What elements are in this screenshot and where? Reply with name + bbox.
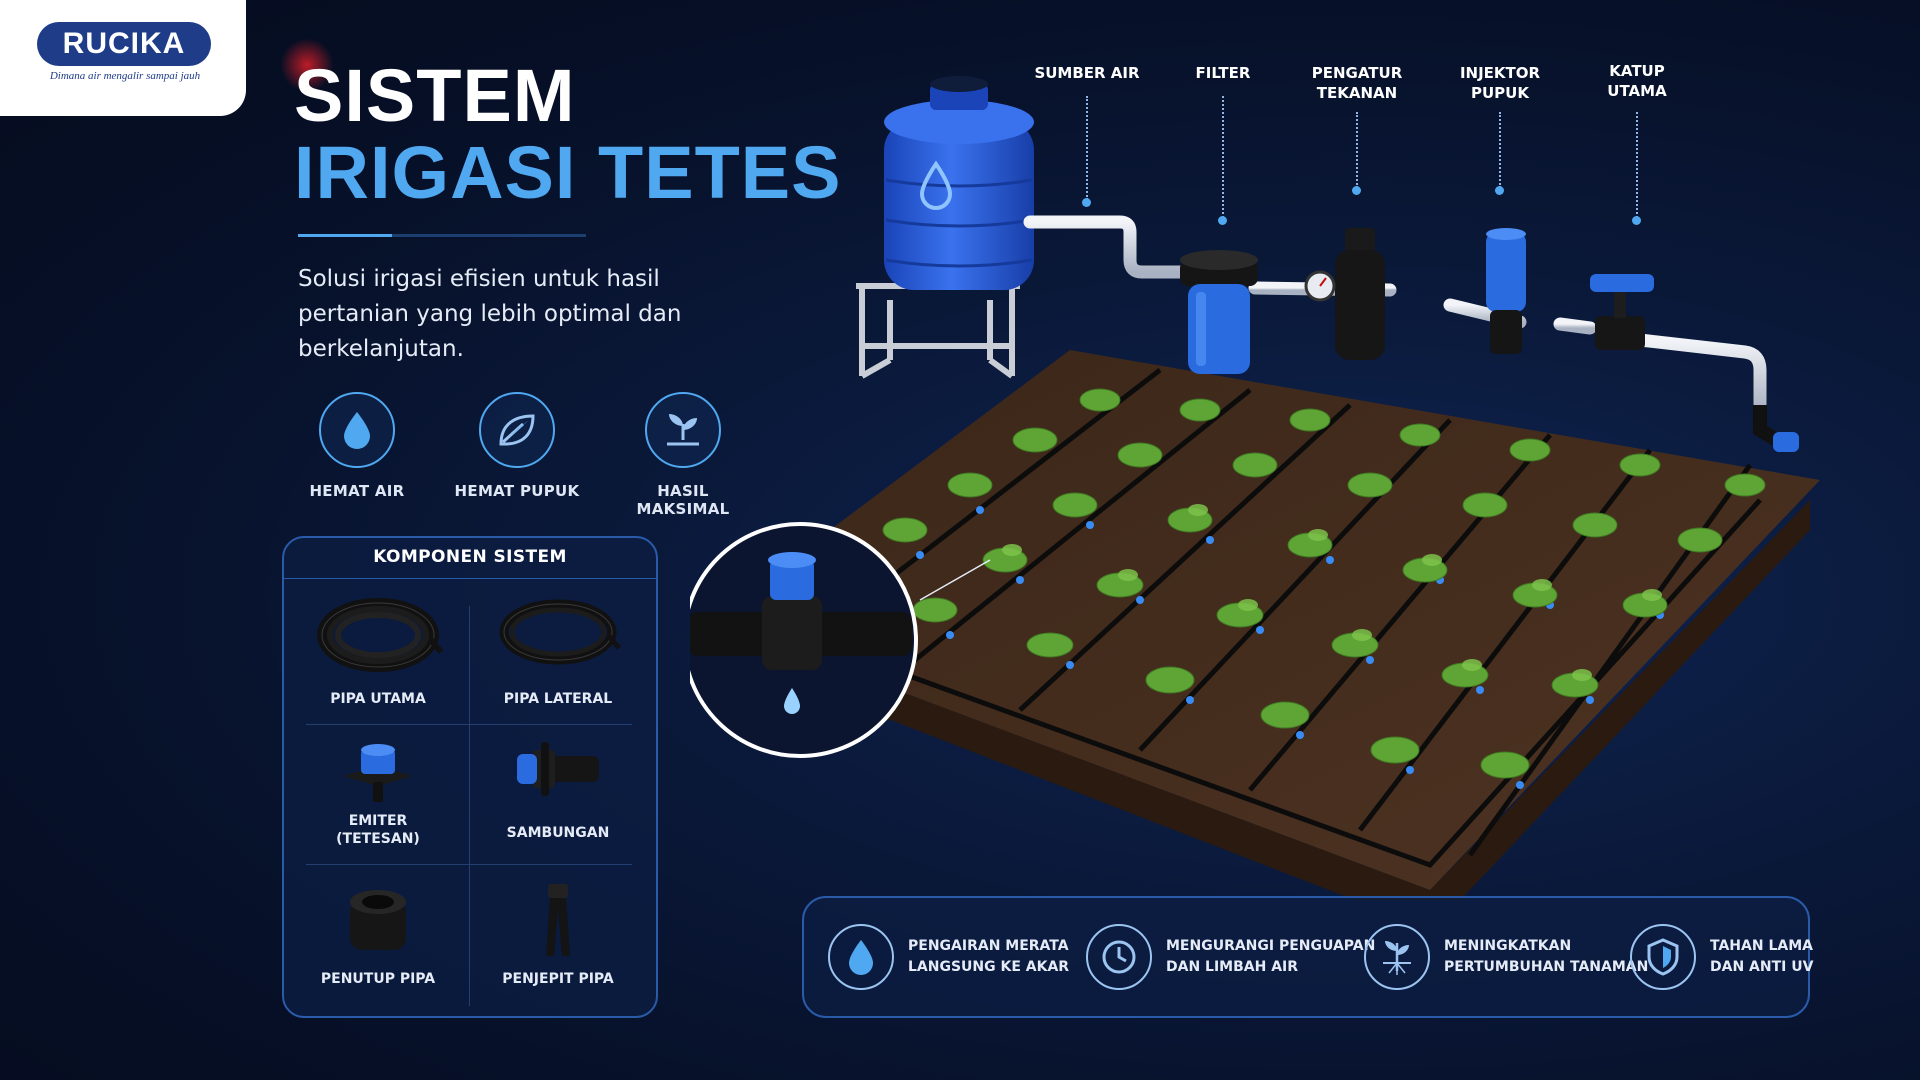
components-divider (469, 606, 470, 1006)
shield-icon (1630, 924, 1696, 990)
components-divider (306, 864, 632, 865)
component-penutup-pipa: PENUTUP PIPA (288, 880, 468, 988)
feature-text: MENGURANGI PENGUAPAN DAN LIMBAH AIR (1166, 938, 1376, 975)
water-tank-icon (884, 76, 1034, 290)
elbow-fitting (1773, 432, 1799, 452)
benefit-label: HASIL MAKSIMAL (636, 482, 730, 518)
benefit-label: HEMAT AIR (309, 482, 405, 500)
pipeline-label-katup-utama: KATUP UTAMA (1607, 62, 1667, 100)
feature-tahan-lama: TAHAN LAMA DAN ANTI UV (1630, 922, 1813, 992)
benefit-hasil-maksimal: HASIL MAKSIMAL (608, 392, 758, 518)
pipeline-pointer (1499, 112, 1501, 188)
tank-stand (856, 283, 1020, 379)
component-label: SAMBUNGAN (506, 825, 610, 841)
pipeline-pointer (1222, 96, 1224, 218)
feature-pengairan-merata: PENGAIRAN MERATA LANGSUNG KE AKAR (828, 922, 1069, 992)
brand-tagline: Dimana air mengalir sampai jauh (49, 70, 201, 82)
pipeline-label-injektor-pupuk: INJEKTOR PUPUK (1459, 64, 1541, 102)
pipeline-pointer-dot (1352, 186, 1361, 195)
title-underline (298, 234, 586, 237)
component-label: PENJEPIT PIPA (502, 971, 614, 987)
pipeline-label-pengatur-tekanan: PENGATUR TEKANAN (1311, 64, 1403, 102)
pipeline-pointer (1636, 112, 1638, 218)
main-valve-icon (1590, 274, 1654, 350)
page-subtitle: Solusi irigasi efisien untuk hasil perta… (298, 266, 682, 362)
component-label: PIPA LATERAL (503, 691, 613, 707)
header-drip-line (809, 498, 1762, 868)
feature-text: TAHAN LAMA DAN ANTI UV (1710, 938, 1814, 975)
leaf-icon (479, 392, 555, 468)
pipe-cap-icon (350, 890, 406, 950)
component-pipa-lateral: PIPA LATERAL (468, 590, 648, 708)
component-label: PENUTUP PIPA (320, 971, 436, 987)
pipeline-pointer (1356, 112, 1358, 188)
pressure-regulator-icon (1304, 228, 1385, 360)
pipeline-pointer-dot (1082, 198, 1091, 207)
filter-icon (1180, 250, 1258, 374)
pipe-clamp-icon (546, 884, 570, 956)
title-underline-accent (298, 234, 392, 237)
water-drop-icon (828, 924, 894, 990)
pipeline-pointer-dot (1495, 186, 1504, 195)
feature-mengurangi-penguapan: MENGURANGI PENGUAPAN DAN LIMBAH AIR (1086, 922, 1375, 992)
pipeline-pointer-dot (1632, 216, 1641, 225)
plant-roots-icon (1364, 924, 1430, 990)
water-drop-icon (319, 392, 395, 468)
component-label: PIPA UTAMA (330, 691, 426, 707)
irrigation-illustration (690, 76, 1820, 900)
title-glow-decoration (280, 38, 334, 92)
component-penjepit-pipa: PENJEPIT PIPA (468, 880, 648, 988)
brand-logo: RUCIKA (37, 22, 211, 66)
coiled-pipe-icon (317, 598, 444, 672)
pipeline-label-sumber-air: SUMBER AIR (1034, 64, 1140, 82)
feature-text: MENINGKATKAN PERTUMBUHAN TANAMAN (1444, 938, 1649, 975)
page-title-line1: SISTEM (294, 54, 576, 137)
component-label: EMITER (TETESAN) (336, 813, 420, 847)
crop-plants (817, 388, 1766, 779)
pipeline-pointer-dot (1218, 216, 1227, 225)
benefit-hemat-pupuk: HEMAT PUPUK (442, 392, 592, 500)
clock-icon (1086, 924, 1152, 990)
soil-bed-side (710, 500, 1810, 900)
benefit-label: HEMAT PUPUK (454, 482, 580, 500)
emitter-icon (343, 744, 413, 802)
page-title-line2: IRIGASI TETES (294, 131, 842, 214)
component-sambungan: SAMBUNGAN (468, 736, 648, 842)
fertilizer-injector-icon (1486, 228, 1526, 354)
feature-meningkatkan-pertumbuhan: MENINGKATKAN PERTUMBUHAN TANAMAN (1364, 922, 1648, 992)
component-pipa-utama: PIPA UTAMA (288, 590, 468, 708)
components-title-divider (284, 578, 656, 579)
emitter-zoom-callout (690, 522, 918, 758)
coiled-pipe-icon (499, 599, 621, 665)
sprout-icon (645, 392, 721, 468)
main-pipe (1023, 215, 1767, 417)
benefit-hemat-air: HEMAT AIR (282, 392, 432, 500)
component-emiter: EMITER (TETESAN) (288, 736, 468, 848)
components-divider (306, 724, 632, 725)
pipeline-pointer (1086, 96, 1088, 200)
pipeline-label-filter: FILTER (1195, 64, 1251, 82)
connector-icon (517, 742, 599, 796)
feature-text: PENGAIRAN MERATA LANGSUNG KE AKAR (908, 938, 1070, 975)
components-title: KOMPONEN SISTEM (373, 547, 567, 567)
zoom-callout-line (919, 559, 991, 601)
